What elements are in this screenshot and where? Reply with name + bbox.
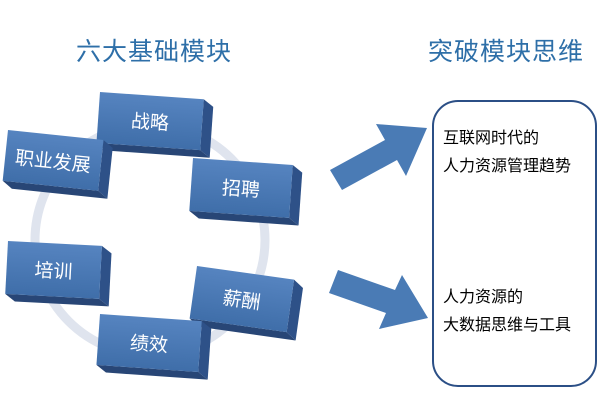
callout-line: 人力资源管理趋势 — [443, 156, 572, 175]
module-block-strategy: 战略 — [96, 92, 214, 158]
module-block-recruit: 招聘 — [189, 158, 303, 226]
callout-line: 人力资源的 — [443, 287, 524, 306]
callout-line: 互联网时代的 — [443, 128, 540, 147]
module-label-recruit: 招聘 — [221, 177, 260, 202]
module-label-salary: 薪酬 — [221, 287, 262, 314]
arrow-down-right — [329, 270, 428, 329]
module-block-training: 培训 — [5, 240, 112, 307]
callout-item-big-data: 人力资源的 大数据思维与工具 — [443, 283, 571, 339]
module-block-salary: 薪酬 — [189, 266, 303, 341]
arrow-up-right — [330, 124, 427, 190]
right-heading: 突破模块思维 — [428, 37, 585, 66]
left-heading: 六大基础模块 — [76, 37, 233, 66]
callout-line: 大数据思维与工具 — [443, 315, 572, 334]
module-block-career: 职业发展 — [2, 130, 113, 199]
module-label-strategy: 战略 — [130, 110, 169, 135]
module-block-performance: 绩效 — [96, 314, 212, 380]
callout-box — [432, 100, 597, 387]
module-label-performance: 绩效 — [129, 332, 168, 357]
callout-item-internet-trends: 互联网时代的 人力资源管理趋势 — [443, 124, 571, 180]
module-label-training: 培训 — [34, 259, 73, 283]
